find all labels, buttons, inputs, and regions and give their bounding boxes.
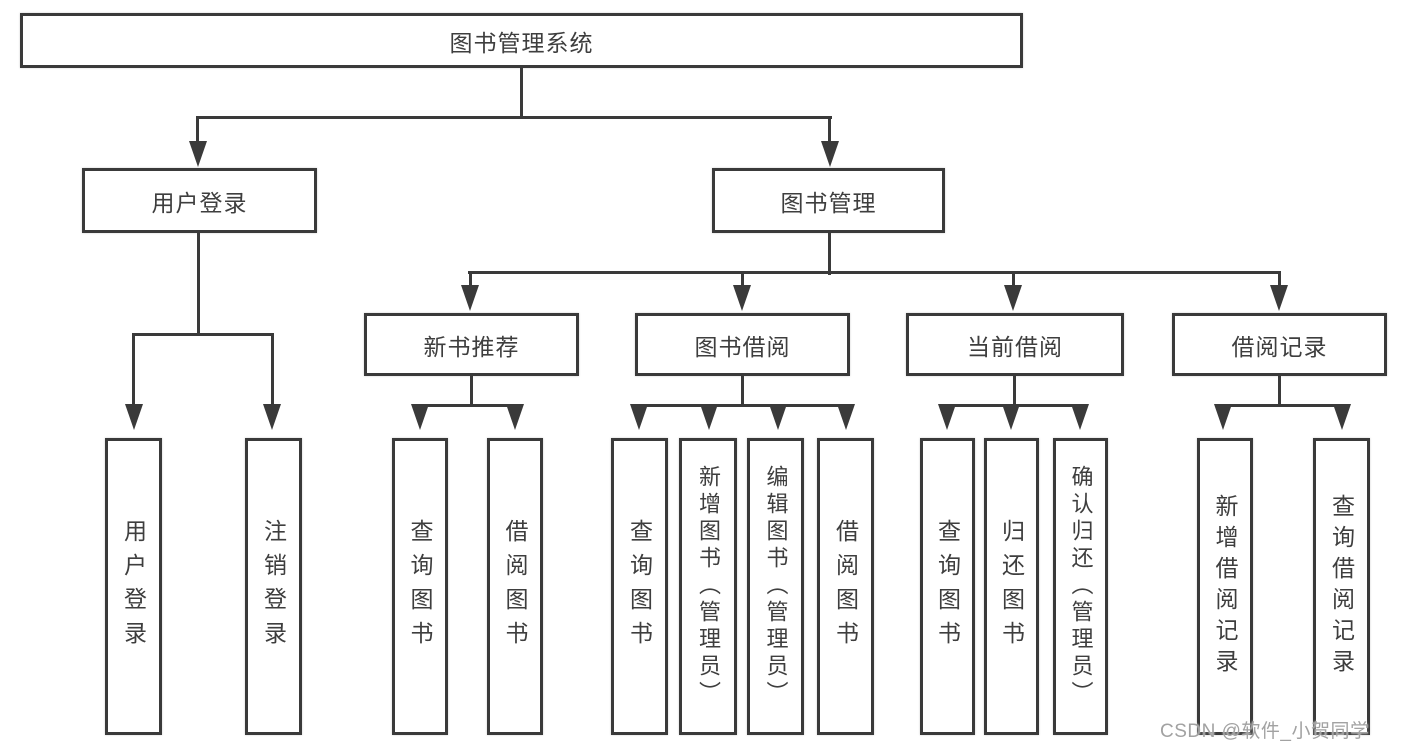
arrowhead-down xyxy=(630,404,648,430)
arrowhead-down xyxy=(1214,404,1232,430)
node-label: 借阅记录 xyxy=(1231,333,1328,360)
node-label: 用户登录 xyxy=(151,189,248,216)
node-label: 确认归还（管理员） xyxy=(1068,465,1094,708)
leaf-edit-books-admin: 编辑图书（管理员） xyxy=(747,438,804,735)
leaf-user-login: 用户登录 xyxy=(105,438,162,735)
connector-line xyxy=(132,333,135,406)
connector-line xyxy=(418,404,517,407)
leaf-query-books-recommend: 查询图书 xyxy=(392,438,448,735)
node-label: 图书管理系统 xyxy=(449,29,594,56)
leaf-query-books-current: 查询图书 xyxy=(920,438,975,735)
node-book-management: 图书管理 xyxy=(712,168,945,233)
leaf-borrow-books-borrowing: 借阅图书 xyxy=(817,438,874,735)
arrowhead-down xyxy=(1333,404,1351,430)
connector-line xyxy=(196,116,199,143)
node-label: 查询图书 xyxy=(407,518,433,655)
arrowhead-down xyxy=(821,141,839,167)
node-label: 图书借阅 xyxy=(694,333,791,360)
node-label: 注销登录 xyxy=(260,518,287,655)
connector-line xyxy=(468,271,1281,274)
connector-line xyxy=(1013,374,1016,406)
arrowhead-down xyxy=(461,285,479,311)
arrowhead-down xyxy=(189,141,207,167)
node-new-book-recommendation: 新书推荐 xyxy=(364,313,579,376)
connector-line xyxy=(520,66,523,118)
connector-line xyxy=(1012,271,1015,287)
arrowhead-down xyxy=(733,285,751,311)
connector-line xyxy=(828,231,831,275)
node-book-borrowing: 图书借阅 xyxy=(635,313,850,376)
node-label: 图书管理 xyxy=(780,189,877,216)
connector-line xyxy=(637,404,848,407)
arrowhead-down xyxy=(837,404,855,430)
leaf-confirm-return-admin: 确认归还（管理员） xyxy=(1053,438,1108,735)
connector-line xyxy=(132,333,274,336)
connector-line xyxy=(741,271,744,287)
arrowhead-down xyxy=(938,404,956,430)
arrowhead-down xyxy=(700,404,718,430)
arrowhead-down xyxy=(1004,285,1022,311)
connector-line xyxy=(470,374,473,406)
node-label: 查询图书 xyxy=(934,518,961,655)
node-user-login: 用户登录 xyxy=(82,168,317,233)
connector-line xyxy=(741,374,744,406)
leaf-add-borrow-record: 新增借阅记录 xyxy=(1197,438,1253,735)
csdn-watermark: CSDN @软件_小贺同学 xyxy=(1160,721,1370,742)
connector-line xyxy=(196,116,832,119)
leaf-query-books-borrowing: 查询图书 xyxy=(611,438,668,735)
node-current-borrowing: 当前借阅 xyxy=(906,313,1124,376)
node-label: 查询图书 xyxy=(626,518,653,655)
leaf-return-books: 归还图书 xyxy=(984,438,1039,735)
arrowhead-down xyxy=(411,404,429,430)
node-label: 新书推荐 xyxy=(423,333,520,360)
node-borrowing-records: 借阅记录 xyxy=(1172,313,1387,376)
leaf-borrow-books-recommend: 借阅图书 xyxy=(487,438,543,735)
node-label: 编辑图书（管理员） xyxy=(763,465,789,708)
leaf-add-books-admin: 新增图书（管理员） xyxy=(679,438,737,735)
arrowhead-down xyxy=(506,404,524,430)
leaf-query-borrow-record: 查询借阅记录 xyxy=(1313,438,1370,735)
connector-line xyxy=(1278,271,1281,287)
node-label: 查询借阅记录 xyxy=(1328,493,1355,680)
connector-line xyxy=(197,231,200,335)
arrowhead-down xyxy=(1002,404,1020,430)
arrowhead-down xyxy=(263,404,281,430)
connector-line xyxy=(271,333,274,406)
node-label: 新增借阅记录 xyxy=(1212,493,1238,680)
node-library-management-system: 图书管理系统 xyxy=(20,13,1023,68)
node-label: 归还图书 xyxy=(998,518,1025,655)
node-label: 借阅图书 xyxy=(502,518,528,655)
node-label: 当前借阅 xyxy=(967,333,1063,360)
arrowhead-down xyxy=(1071,404,1089,430)
node-label: 新增图书（管理员） xyxy=(696,465,721,708)
connector-line xyxy=(828,116,831,143)
node-label: 借阅图书 xyxy=(832,518,859,655)
arrowhead-down xyxy=(1270,285,1288,311)
node-label: 用户登录 xyxy=(120,518,147,655)
connector-line xyxy=(1278,374,1281,406)
connector-line xyxy=(469,271,472,287)
arrowhead-down xyxy=(125,404,143,430)
leaf-logout: 注销登录 xyxy=(245,438,302,735)
arrowhead-down xyxy=(769,404,787,430)
connector-line xyxy=(1221,404,1344,407)
